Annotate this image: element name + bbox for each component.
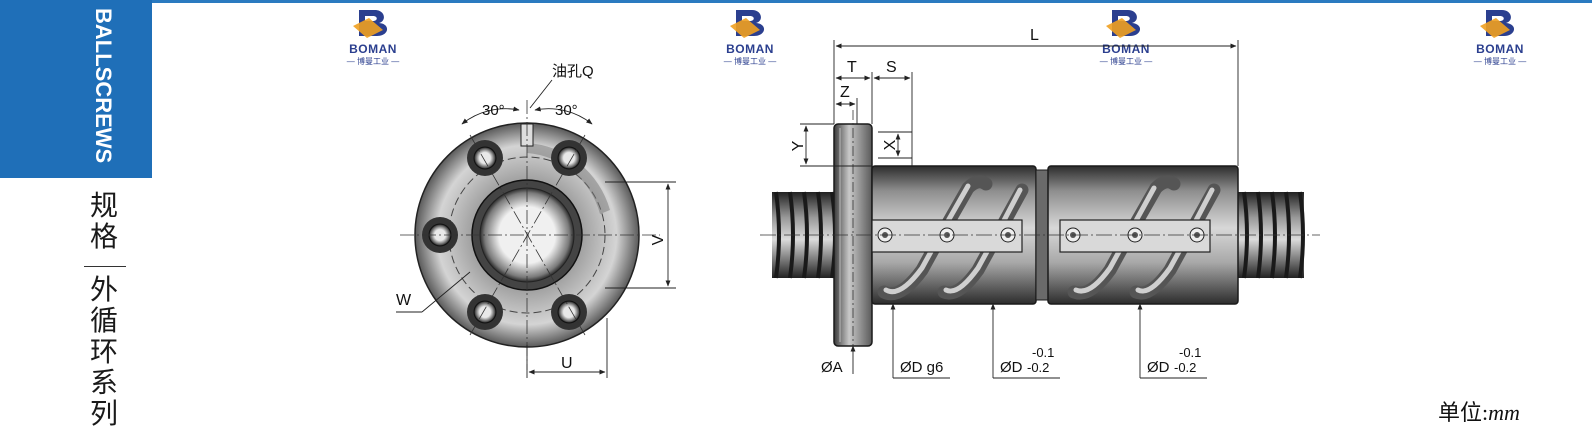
category-char: 格 — [89, 221, 118, 252]
boman-logo: BOMAN — 博曼工业 — — [333, 4, 413, 66]
bolt-hole-inner — [473, 146, 497, 170]
bolt-hole-inner — [473, 300, 497, 324]
boman-logo-mark — [730, 10, 765, 38]
dim-z-label: Z — [840, 84, 850, 101]
tube-clamp-2 — [1059, 219, 1211, 253]
dim-x-label: X — [882, 139, 899, 150]
unit-label: 单位:mm — [1438, 395, 1520, 427]
logo-text-cn: — 博曼工业 — — [346, 57, 400, 66]
dim-u-label: U — [561, 355, 573, 372]
sidebar-banner — [0, 0, 152, 178]
side-view: L T S Z Y X ØA ØD g6 ØD -0.1 -0.2 ØD -0.… — [760, 27, 1320, 379]
logo-text-cn: — 博曼工业 — — [1099, 57, 1153, 66]
top-accent-line — [0, 0, 1592, 3]
dim-s-label: S — [886, 59, 897, 76]
boman-logo-mark — [1106, 10, 1141, 38]
unit-prefix: 单位: — [1438, 400, 1489, 425]
bolt-hole-inner — [557, 146, 581, 170]
boman-logo: BOMAN — 博曼工业 — — [710, 4, 790, 66]
unit-value: mm — [1488, 400, 1520, 425]
dim-v-label: V — [650, 234, 667, 245]
logo-text-cn: — 博曼工业 — — [723, 57, 777, 66]
dim-phi-d-g6-label: ØD g6 — [900, 359, 943, 376]
dim-t-label: T — [847, 59, 857, 76]
angle-right-label: 30° — [555, 102, 578, 119]
dim-w-label: W — [396, 292, 412, 309]
angle-left-label: 30° — [482, 102, 505, 119]
bolt-hole-inner — [557, 300, 581, 324]
logo-text-en: BOMAN — [1476, 42, 1524, 56]
dim-phi-d-tol-label: ØD — [1147, 359, 1170, 376]
series-char: 外 — [89, 274, 118, 305]
tolerance-lower: -0.2 — [1027, 360, 1049, 375]
tolerance-upper: -0.1 — [1032, 345, 1054, 360]
tolerance-lower: -0.2 — [1174, 360, 1196, 375]
sidebar-title: BALLSCREWS — [91, 8, 116, 164]
series-char: 环 — [89, 336, 118, 367]
boman-logo-mark — [353, 10, 388, 38]
logo-text-en: BOMAN — [349, 42, 397, 56]
oil-hole-label: 油孔Q — [552, 63, 594, 80]
logo-text-cn: — 博曼工业 — — [1473, 57, 1527, 66]
dim-phi-a-label: ØA — [821, 359, 843, 376]
front-view: 油孔Q 30° 30° W U V — [396, 63, 676, 378]
sidebar-divider — [84, 266, 126, 267]
center-lines — [400, 100, 660, 370]
tolerance-upper: -0.1 — [1179, 345, 1201, 360]
series-char: 循 — [89, 305, 118, 336]
boman-logo: BOMAN — 博曼工业 — — [1460, 4, 1540, 66]
boman-logo-mark — [1480, 10, 1515, 38]
sidebar-series: 外 循 环 系 列 — [86, 274, 122, 429]
dim-phi-d-tol-label: ØD — [1000, 359, 1023, 376]
logo-text-en: BOMAN — [726, 42, 774, 56]
series-char: 列 — [89, 398, 118, 429]
bolt-holes — [422, 140, 587, 330]
side-dimensions — [800, 40, 1239, 379]
dim-y-label: Y — [790, 140, 807, 151]
front-dimensions — [396, 79, 676, 378]
dim-l-label: L — [1030, 27, 1039, 44]
sidebar-category: 规 格 — [86, 190, 122, 252]
series-char: 系 — [89, 367, 118, 398]
category-char: 规 — [89, 190, 118, 221]
tube-clamp-1 — [871, 219, 1023, 253]
